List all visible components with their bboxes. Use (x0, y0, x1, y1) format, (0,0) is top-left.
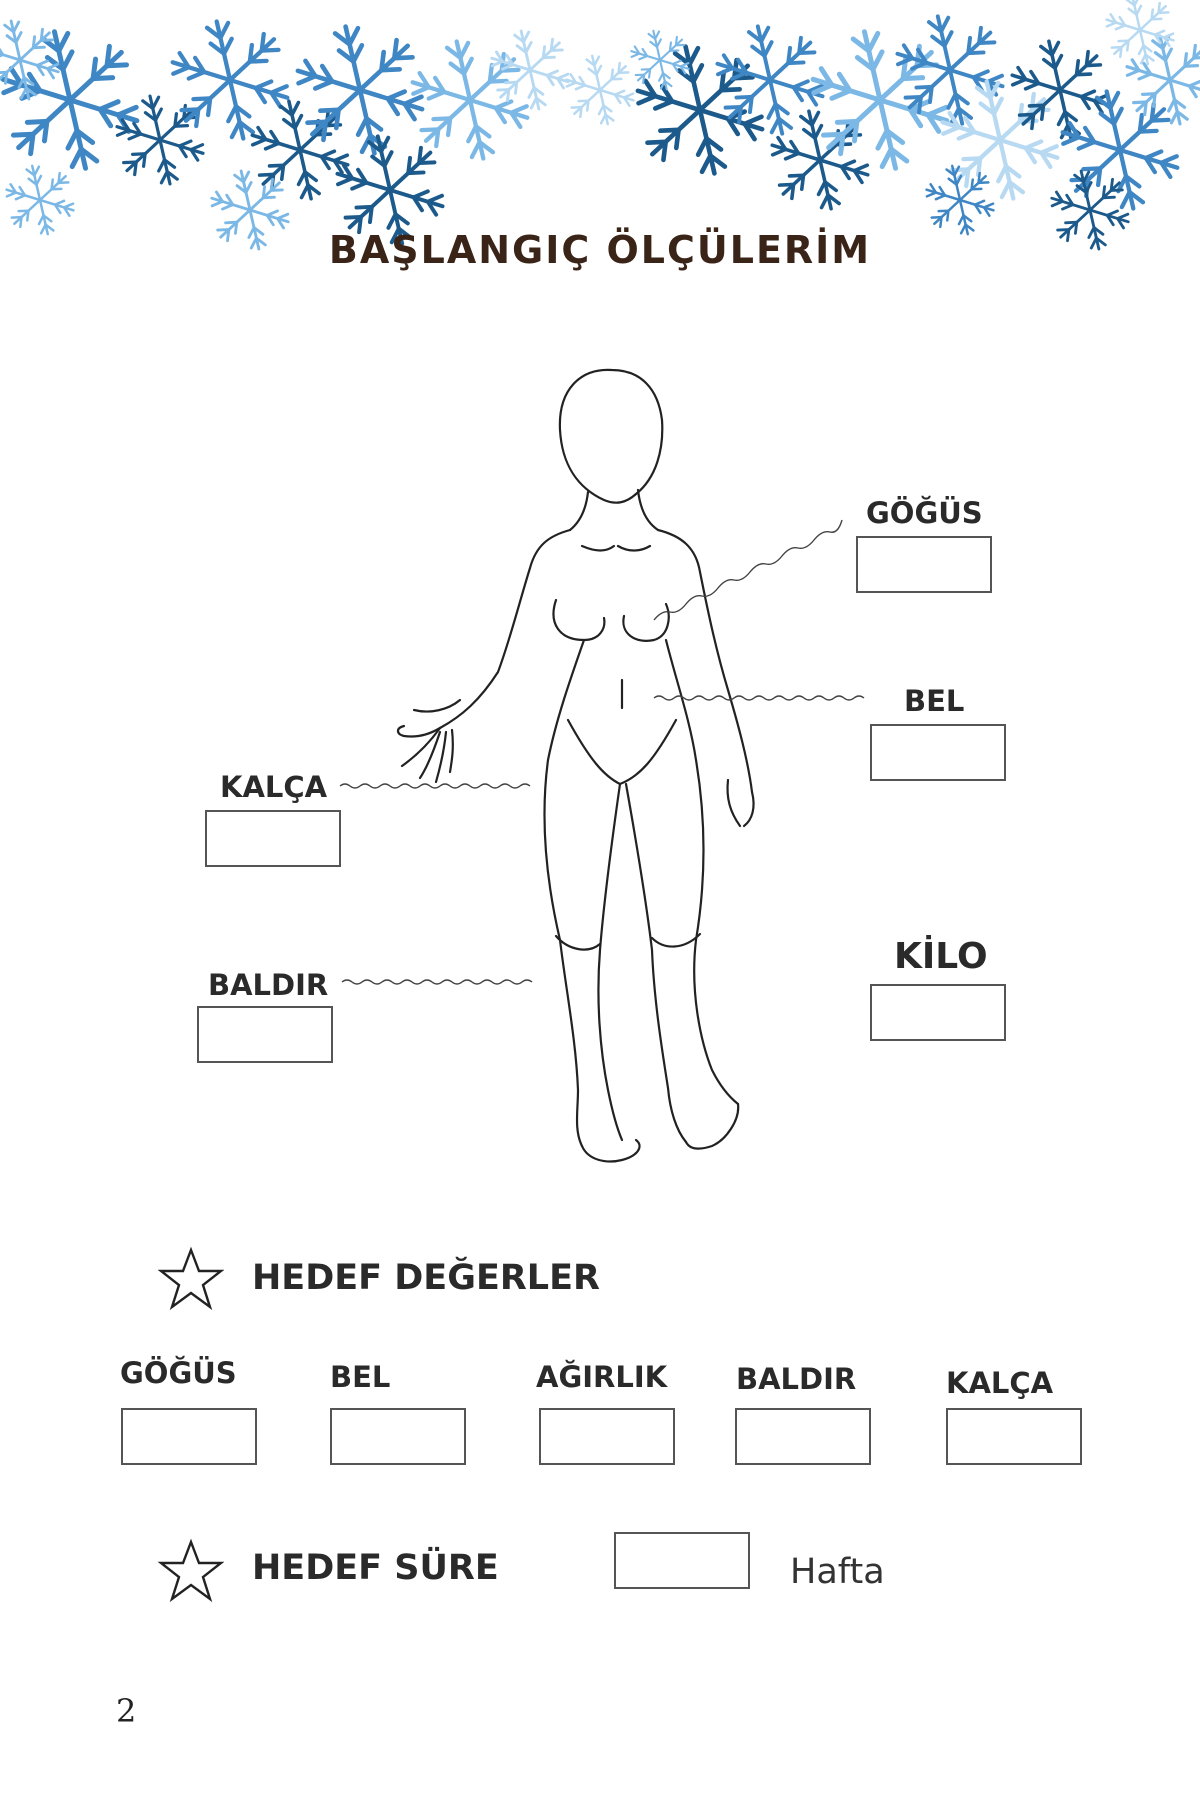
target-label-chest: GÖĞÜS (120, 1356, 237, 1390)
snowflake-icon (925, 164, 995, 236)
snowflake-icon (5, 164, 75, 236)
snowflake-icon (0, 29, 140, 171)
snowflake-icon (715, 24, 825, 136)
duration-input-box[interactable] (614, 1532, 750, 1589)
target-box-weight[interactable] (539, 1408, 675, 1465)
snowflake-icon (565, 54, 635, 126)
targets-title: HEDEF DEĞERLER (252, 1258, 600, 1298)
page-number: 2 (116, 1692, 137, 1730)
target-box-hip[interactable] (946, 1408, 1082, 1465)
snowflake-icon (115, 94, 205, 186)
hip-input-box[interactable] (205, 810, 341, 867)
hip-label: KALÇA (220, 770, 328, 804)
calf-label: BALDIR (208, 968, 329, 1002)
snowflake-icon (335, 134, 445, 246)
snowflake-icon (895, 14, 1005, 126)
snowflake-icon (1105, 0, 1175, 66)
weight-label: KİLO (894, 936, 988, 977)
snowflake-icon (1010, 39, 1110, 141)
snowflake-icon (410, 39, 530, 161)
snowflake-header (0, 0, 1200, 251)
snowflake-icon (490, 29, 570, 111)
target-label-weight: AĞIRLIK (536, 1360, 668, 1394)
target-label-waist: BEL (330, 1360, 391, 1394)
target-box-waist[interactable] (330, 1408, 466, 1465)
page-title: BAŞLANGIÇ ÖLÇÜLERİM (328, 228, 872, 272)
snowflake-icon (1060, 89, 1180, 211)
snowflake-icon (295, 24, 425, 156)
duration-unit: Hafta (790, 1552, 885, 1592)
target-box-calf[interactable] (735, 1408, 871, 1465)
snowflake-icon (630, 29, 690, 91)
chest-label: GÖĞÜS (866, 496, 983, 530)
snowflake-icon (170, 19, 290, 141)
snowflake-icon (1050, 169, 1130, 251)
target-box-chest[interactable] (121, 1408, 257, 1465)
chest-input-box[interactable] (856, 536, 992, 593)
duration-title: HEDEF SÜRE (252, 1548, 499, 1588)
star-icon (158, 1246, 224, 1311)
snowflake-icon (0, 19, 60, 101)
waist-input-box[interactable] (870, 724, 1006, 781)
waist-label: BEL (904, 684, 965, 718)
calf-input-box[interactable] (197, 1006, 333, 1063)
target-label-calf: BALDIR (736, 1362, 857, 1396)
star-icon (158, 1538, 224, 1603)
weight-input-box[interactable] (870, 984, 1006, 1041)
body-outline-icon (339, 368, 865, 1163)
target-label-hip: KALÇA (946, 1366, 1054, 1400)
snowflake-icon (1125, 34, 1200, 126)
snowflake-icon (635, 44, 765, 176)
snowflake-icon (940, 79, 1060, 201)
snowflake-icon (210, 169, 290, 251)
